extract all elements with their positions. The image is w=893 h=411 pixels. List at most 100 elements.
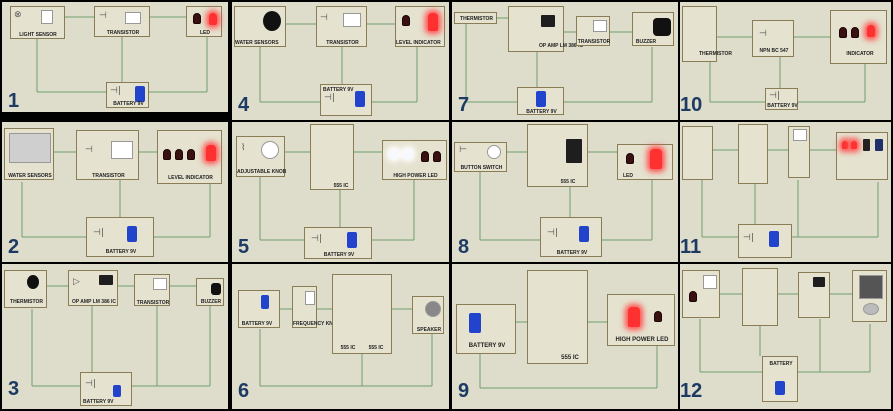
battery-label: BATTERY 9V xyxy=(105,249,137,255)
panel-10-wires xyxy=(709,36,866,103)
battery-label: BATTERY 9V xyxy=(113,101,144,107)
adjustable-knob-label: ADJUSTABLE KNOB xyxy=(237,169,287,175)
battery-block: ⊣| BATTERY 9V xyxy=(765,88,798,110)
high-power-led-label: HIGH POWER LED xyxy=(615,337,669,343)
battery-label: BATTERY 9V xyxy=(556,250,588,256)
ic-555-label: OP AMP LM 386 IC xyxy=(539,43,584,49)
buzzer-label: BUZZER xyxy=(635,39,657,45)
high-power-led-block: HIGH POWER LED xyxy=(607,294,675,346)
panel-number: 3 xyxy=(8,378,20,400)
transistor-label: TRANSISTOR xyxy=(577,39,611,45)
battery-block: ⊣| BATTERY 9V xyxy=(106,82,149,108)
led-block: LED xyxy=(617,144,673,180)
panel-4-wires xyxy=(259,23,418,103)
transistor-block: ⊣ TRANSISTOR xyxy=(76,130,139,180)
panel-number: 11 xyxy=(680,236,702,258)
ic-555-block: THERMISTOR xyxy=(682,6,732,62)
water-sensors-block: WATER SENSORS xyxy=(4,128,54,180)
ic-555-block: 555 IC xyxy=(527,270,588,364)
panel-number: 2 xyxy=(8,236,20,258)
panel-number: 4 xyxy=(238,94,250,116)
panel-number: 7 xyxy=(458,94,470,116)
indicator-block xyxy=(836,132,888,180)
panel-12: BATTERY 12 xyxy=(680,264,891,409)
light-sensor-block: ⊗ LIGHT SENSOR xyxy=(10,6,65,39)
panel-6-wires xyxy=(259,308,433,387)
ic-block xyxy=(742,268,778,326)
panel-9: BATTERY 9V 555 IC HIGH POWER LED 9 xyxy=(452,264,678,409)
buzzer-label: BUZZER xyxy=(200,299,222,305)
transistor-block: ⊣ TRANSISTOR xyxy=(94,6,150,37)
battery-label: BATTERY 9V xyxy=(767,103,798,109)
panel-12-wires xyxy=(699,293,871,373)
panel-number: 10 xyxy=(680,94,703,116)
panel-1-wires xyxy=(36,16,208,93)
transistor-block: ⊣ NPN BC 547 xyxy=(752,20,794,57)
battery-label: BATTERY 9V xyxy=(468,343,506,349)
transistor-block: TRANSISTOR xyxy=(576,16,610,46)
panel-5-wires xyxy=(259,151,415,241)
ic-555-right-label: 555 IC xyxy=(368,345,384,351)
level-indicator-block: LEVEL INDICATOR xyxy=(157,130,222,184)
panel-6: BATTERY 9V FREQUENCY KNOB 555 IC 555 IC … xyxy=(232,264,449,409)
battery-block: BATTERY 9V xyxy=(517,87,564,115)
panel-11: ⊣| 11 xyxy=(680,122,891,262)
ic-555-block: OP AMP LM 386 IC xyxy=(508,6,584,52)
panel-4: WATER SENSORS ⊣ TRANSISTOR LEVEL INDICAT… xyxy=(232,2,449,120)
thermistor-label: THERMISTOR xyxy=(10,299,43,305)
battery-block: BATTERY xyxy=(762,356,798,402)
high-power-led-label: HIGH POWER LED xyxy=(393,173,438,179)
frequency-knob-block: FREQUENCY KNOB xyxy=(292,286,340,328)
touch-sensor-block: THERMISTOR xyxy=(454,12,497,24)
transistor-block xyxy=(798,272,830,318)
battery-label: BATTERY 9V xyxy=(323,87,354,93)
battery-block: BATTERY 9V xyxy=(456,304,516,354)
buzzer-block: BUZZER xyxy=(632,12,674,46)
led-block: LED xyxy=(186,6,222,37)
ic-555-block: 555 IC xyxy=(310,124,354,190)
thermistor-label: WATER SENSORS xyxy=(235,40,279,46)
thermistor-block: WATER SENSORS xyxy=(234,6,286,47)
transistor-label: TRANSISTOR xyxy=(136,300,170,306)
ic-555-label: THERMISTOR xyxy=(699,51,732,57)
ic-555-label: 555 IC xyxy=(560,179,576,185)
battery-block: ⊣| BATTERY 9V xyxy=(80,372,132,406)
ic-block-middle xyxy=(738,124,768,184)
fan-block xyxy=(852,270,887,322)
panel-11-wires xyxy=(701,149,879,238)
transistor-label: TRANSISTOR xyxy=(92,173,125,179)
op-amp-label: OP AMP LM 386 IC xyxy=(71,299,117,305)
op-amp-block: ▷ OP AMP LM 386 IC xyxy=(68,270,118,306)
button-switch-label: BUTTON SWITCH xyxy=(460,165,503,171)
battery-label: BATTERY 9V xyxy=(323,252,355,258)
level-indicator-label: LEVEL INDICATOR xyxy=(168,175,213,181)
panel-number: 1 xyxy=(8,90,20,112)
panel-10: THERMISTOR ⊣ NPN BC 547 INDICATOR ⊣| BAT… xyxy=(680,2,891,120)
panel-9-wires xyxy=(479,321,658,389)
panel-number: 12 xyxy=(680,380,703,402)
water-sensors-label: WATER SENSORS xyxy=(8,173,52,179)
panel-3-wires xyxy=(31,285,211,387)
adjustable-knob-block: ⌇ ADJUSTABLE KNOB xyxy=(236,136,287,177)
indicator-label: INDICATOR xyxy=(846,51,874,57)
led-label: LED xyxy=(200,30,210,36)
indicator-block: LEVEL INDICATOR xyxy=(395,6,445,47)
panel-2: WATER SENSORS ⊣ TRANSISTOR LEVEL INDICAT… xyxy=(2,122,228,262)
npn-label: TRANSISTOR xyxy=(326,40,359,46)
battery-block: ⊣| BATTERY 9V xyxy=(320,84,372,116)
ic-555-label: 555 IC xyxy=(333,183,349,189)
speaker-block: SPEAKER xyxy=(412,296,444,334)
thermistor-block: THERMISTOR xyxy=(4,270,47,308)
light-sensor-label: LIGHT SENSOR xyxy=(19,32,57,38)
panel-number: 9 xyxy=(458,380,470,402)
dual-ic-555-block: 555 IC 555 IC xyxy=(332,274,392,354)
ic-555-block: 555 IC xyxy=(527,124,588,187)
ic-555-left-label: 555 IC xyxy=(340,345,356,351)
battery-label: BATTERY xyxy=(769,361,793,367)
battery-label: BATTERY 9V xyxy=(83,399,114,405)
panel-8-wires xyxy=(479,151,653,241)
panel-number: 5 xyxy=(238,236,250,258)
panel-number: 8 xyxy=(458,236,470,258)
transistor-block xyxy=(788,126,810,178)
